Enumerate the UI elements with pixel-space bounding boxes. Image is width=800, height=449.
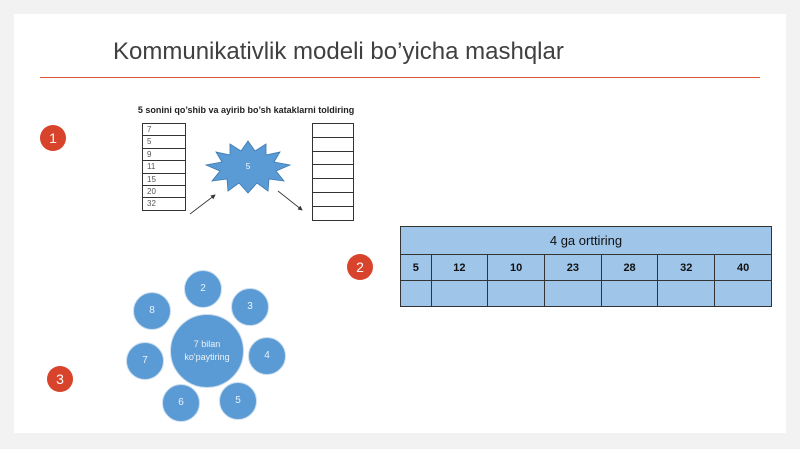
outer-circle: 4 xyxy=(248,337,286,375)
empty-cell xyxy=(313,207,353,221)
exercise-1-image: 5 sonini qo’shib va ayirib bo’sh katakla… xyxy=(100,96,392,234)
answer-cell xyxy=(430,280,489,307)
value-cell: 28 xyxy=(600,254,659,281)
left-cell: 11 xyxy=(143,161,185,174)
value-cell: 32 xyxy=(657,254,716,281)
empty-cell xyxy=(313,138,353,152)
badge-exercise-2: 2 xyxy=(347,254,373,280)
exercise-1-instruction: 5 sonini qo’shib va ayirib bo’sh katakla… xyxy=(137,105,355,115)
answer-cell xyxy=(657,280,716,307)
value-cell: 5 xyxy=(400,254,432,281)
exercise-3-image: 7 bilan ko'paytiring 2 3 4 5 6 7 8 xyxy=(112,256,304,426)
outer-circle: 2 xyxy=(184,270,222,308)
empty-cell xyxy=(313,152,353,166)
value-cell: 12 xyxy=(430,254,489,281)
arrow-left xyxy=(189,194,216,215)
center-number: 5 xyxy=(245,162,251,171)
arrow-right xyxy=(277,190,303,211)
answer-cell xyxy=(600,280,659,307)
value-cell: 40 xyxy=(714,254,772,281)
empty-cell xyxy=(313,165,353,180)
left-cell: 15 xyxy=(143,174,185,186)
value-cell: 23 xyxy=(543,254,602,281)
badge-exercise-3: 3 xyxy=(47,366,73,392)
empty-cell xyxy=(313,193,353,207)
left-cell: 20 xyxy=(143,186,185,199)
outer-circle: 8 xyxy=(133,292,171,330)
outer-circle: 3 xyxy=(231,288,269,326)
outer-circle: 7 xyxy=(126,342,164,380)
left-cell: 7 xyxy=(143,124,185,137)
outer-circle: 5 xyxy=(219,382,257,420)
value-cell: 10 xyxy=(487,254,545,281)
center-circle: 7 bilan ko'paytiring xyxy=(170,314,244,388)
answer-cell xyxy=(487,280,545,307)
table-row-values: 5 12 10 23 28 32 40 xyxy=(400,254,772,281)
empty-cell xyxy=(313,179,353,193)
answer-cell xyxy=(400,280,432,307)
answer-cell xyxy=(714,280,772,307)
slide-title: Kommunikativlik modeli bo’yicha mashqlar xyxy=(113,38,564,65)
left-cell: 9 xyxy=(143,149,185,162)
starburst-shape xyxy=(204,140,292,194)
arrows xyxy=(189,190,303,215)
left-cell: 5 xyxy=(143,136,185,149)
exercise-1-right-column xyxy=(312,123,354,221)
exercise-1-left-column: 7 5 9 11 15 20 32 xyxy=(142,123,186,211)
answer-cell xyxy=(543,280,602,307)
outer-circle: 6 xyxy=(162,384,200,422)
table-row-answers xyxy=(400,280,772,307)
exercise-2-table: 4 ga orttiring 5 12 10 23 28 32 40 xyxy=(400,226,772,307)
empty-cell xyxy=(313,124,353,138)
table-header: 4 ga orttiring xyxy=(400,226,772,255)
title-divider xyxy=(40,77,760,78)
left-cell: 32 xyxy=(143,198,185,211)
badge-exercise-1: 1 xyxy=(40,125,66,151)
